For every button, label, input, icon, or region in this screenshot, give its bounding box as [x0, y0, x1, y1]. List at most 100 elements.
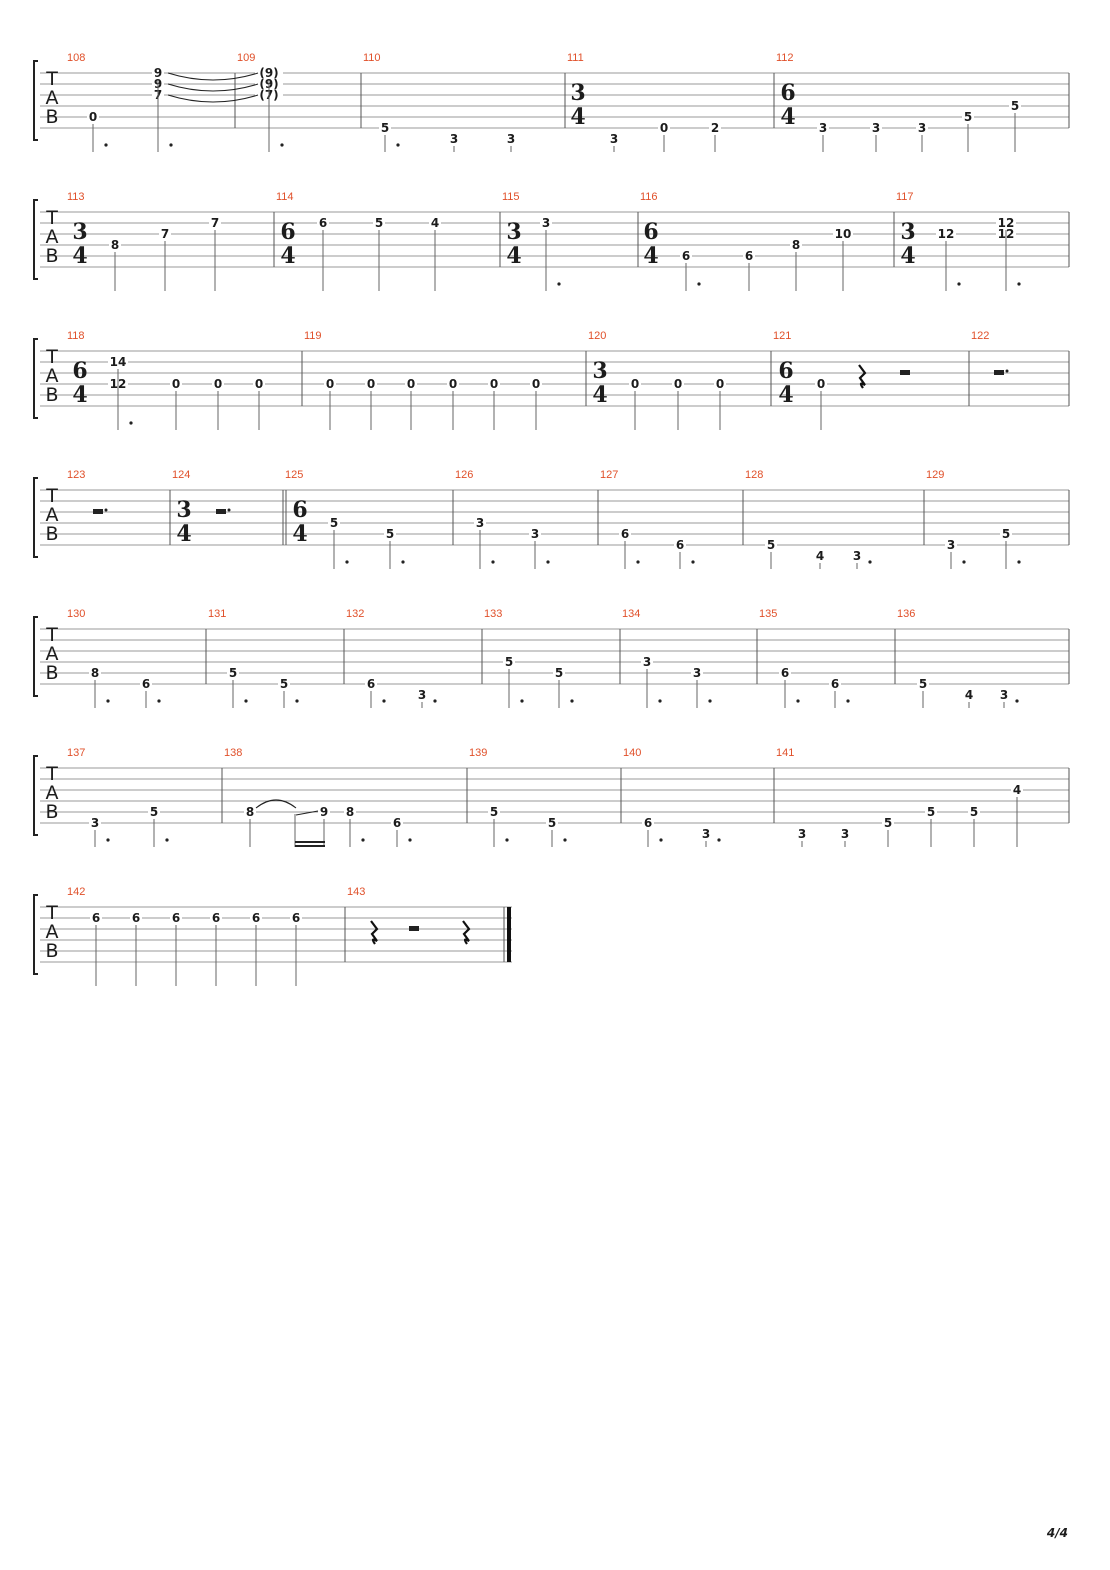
- note: 3: [945, 538, 966, 569]
- fret-background: [108, 356, 128, 368]
- fret-background: [140, 678, 152, 690]
- fret-background: [109, 239, 121, 251]
- note: 8: [244, 805, 256, 847]
- tab-clef-letter: T: [45, 624, 58, 646]
- fret-background: [227, 667, 239, 679]
- time-signature-bottom: 4: [780, 104, 795, 130]
- system-bracket: [33, 199, 38, 280]
- rhythm-dot: [563, 838, 567, 842]
- fret-background: [1000, 528, 1012, 540]
- note: 3: [448, 132, 460, 152]
- fret-background: [244, 806, 256, 818]
- fret-number: 2: [711, 121, 719, 135]
- fret-background: [925, 806, 937, 818]
- sixteenth-beam: [295, 845, 325, 847]
- fret-number: 5: [767, 538, 775, 552]
- tab-clef-letter: B: [45, 384, 58, 406]
- fret-background: [714, 378, 726, 390]
- note: 5: [488, 805, 509, 847]
- time-signature-top: 6: [780, 80, 795, 106]
- time-signature-top: 6: [292, 497, 307, 523]
- tab-clef-letter: B: [45, 801, 58, 823]
- measure-number: 116: [640, 191, 658, 203]
- fret-number: 3: [819, 121, 827, 135]
- fret-background: [503, 656, 515, 668]
- note: 997: [152, 66, 173, 152]
- tab-clef-letter: T: [45, 68, 58, 90]
- quarter-rest: [462, 920, 471, 945]
- fret-number: 5: [386, 527, 394, 541]
- rhythm-dot: [361, 838, 365, 842]
- note: 0: [170, 377, 182, 430]
- fret-background: [796, 828, 808, 840]
- fret-background: [833, 228, 853, 240]
- fret-number: 6: [676, 538, 684, 552]
- rhythm-dot: [691, 560, 695, 564]
- half-rest: [994, 370, 1004, 375]
- fret-number: 0: [255, 377, 263, 391]
- fret-background: [170, 912, 182, 924]
- fret-number: 0: [490, 377, 498, 391]
- tab-clef-letter: T: [45, 485, 58, 507]
- rhythm-dot: [1015, 699, 1019, 703]
- measure-number: 137: [67, 747, 85, 759]
- half-rest: [216, 509, 226, 514]
- note: 6: [674, 538, 695, 569]
- fret-background: [379, 122, 391, 134]
- rhythm-dot: [557, 282, 561, 286]
- fret-background: [817, 122, 829, 134]
- fret-background: [540, 217, 552, 229]
- measure-number: 130: [67, 608, 85, 620]
- note: 3: [817, 121, 829, 152]
- time-signature-bottom: 4: [900, 243, 915, 269]
- fret-number: 10: [835, 227, 852, 241]
- measure-number: 140: [623, 747, 641, 759]
- fret-background: [700, 828, 712, 840]
- fret-number: 4: [431, 216, 439, 230]
- note: 5: [553, 666, 574, 708]
- measure-number: 132: [346, 608, 364, 620]
- note: 0: [629, 377, 641, 430]
- rhythm-dot: [868, 560, 872, 564]
- note: 5: [373, 216, 385, 291]
- fret-number: 3: [531, 527, 539, 541]
- note: 5: [148, 805, 169, 847]
- note: 6: [829, 677, 850, 708]
- fret-background: [968, 806, 980, 818]
- rhythm-dot: [104, 143, 108, 147]
- measure-number: 122: [971, 330, 989, 342]
- quarter-rest: [858, 364, 867, 389]
- measure-number: 135: [759, 608, 777, 620]
- tab-clef-letter: A: [46, 782, 59, 804]
- note: 8: [109, 238, 121, 291]
- rhythm-dot: [129, 421, 133, 425]
- time-signature-bottom: 4: [592, 382, 607, 408]
- fret-number: 0: [214, 377, 222, 391]
- time-signature-top: 3: [900, 219, 915, 245]
- fret-background: [629, 378, 641, 390]
- note: 5: [379, 121, 400, 152]
- page-number: 4/4: [1046, 1526, 1068, 1540]
- tie-arc: [167, 94, 259, 103]
- measure-number: 128: [745, 469, 763, 481]
- rhythm-dot: [505, 838, 509, 842]
- fret-background: [290, 912, 302, 924]
- measure-number: 134: [622, 608, 640, 620]
- measure-number: 142: [67, 886, 85, 898]
- measure-number: 131: [208, 608, 226, 620]
- tab-clef-letter: B: [45, 523, 58, 545]
- fret-background: [619, 528, 631, 540]
- note: 6: [290, 911, 302, 986]
- note: 4: [963, 688, 975, 708]
- time-signature-top: 6: [280, 219, 295, 245]
- note: 3: [529, 527, 550, 569]
- fret-background: [328, 517, 340, 529]
